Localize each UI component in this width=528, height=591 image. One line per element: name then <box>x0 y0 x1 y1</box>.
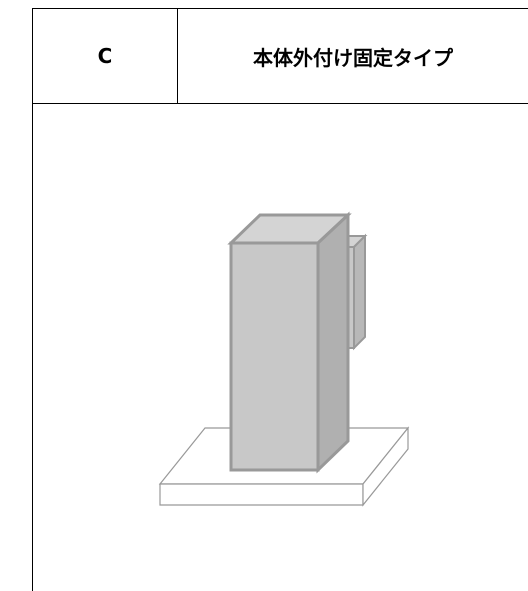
table-body-border <box>32 104 33 591</box>
cabinet-unit-icon <box>227 211 352 474</box>
table-header-row: C 本体外付け固定タイプ <box>32 8 528 104</box>
type-code-cell: C <box>33 9 178 103</box>
type-name-cell: 本体外付け固定タイプ <box>253 45 453 70</box>
